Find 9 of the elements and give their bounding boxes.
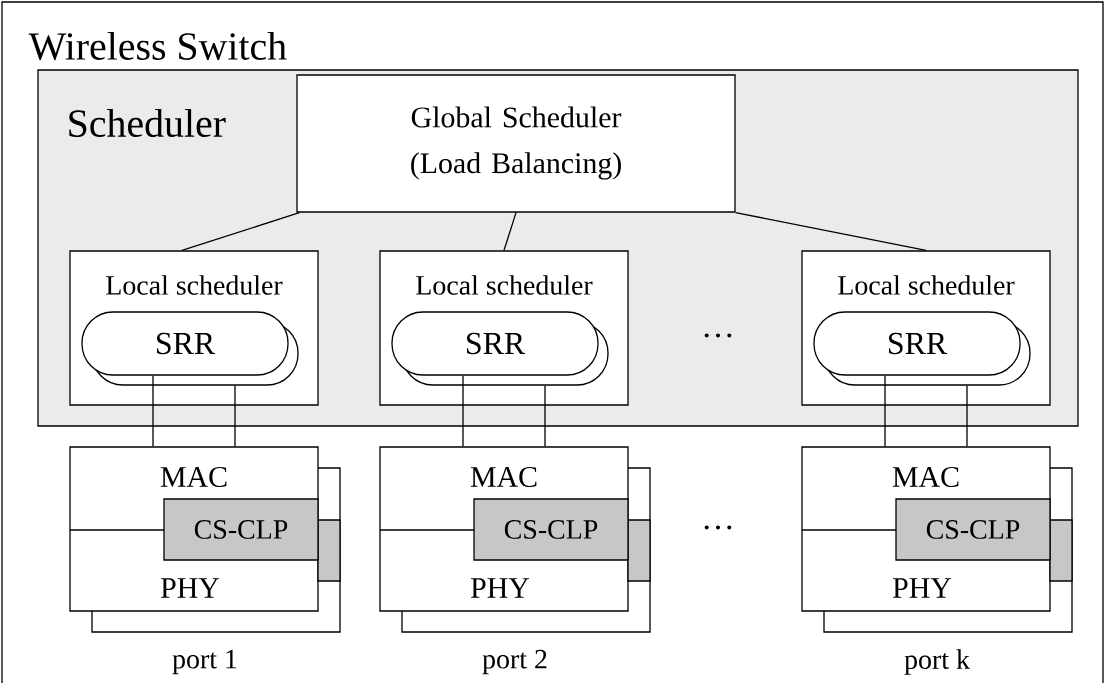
- port-label: port k: [904, 649, 970, 675]
- scheduler-box: Global Scheduler (Load Balancing): [296, 74, 736, 213]
- ellipsis: ···: [704, 333, 732, 338]
- srr-pill: SRR: [81, 311, 299, 386]
- srr-pill: SRR: [391, 311, 609, 386]
- port-label: port 1: [172, 649, 237, 675]
- srr-pill: SRR: [813, 311, 1031, 386]
- ellipsis: ···: [704, 525, 732, 530]
- port-label: port 2: [482, 649, 547, 675]
